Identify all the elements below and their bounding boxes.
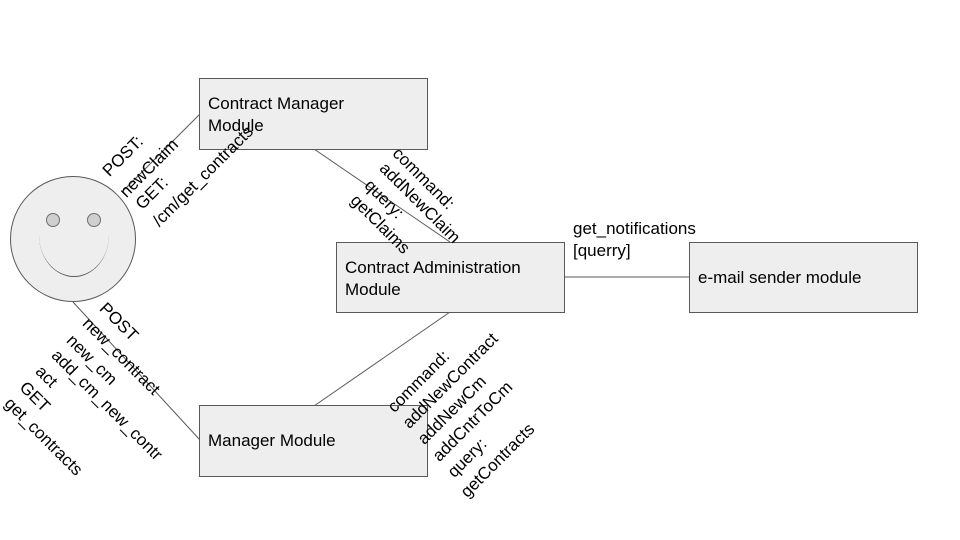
- manager-module-box[interactable]: Manager Module: [199, 405, 428, 477]
- contract-administration-module-box[interactable]: Contract Administration Module: [336, 242, 565, 313]
- email-sender-module-box[interactable]: e-mail sender module: [689, 242, 918, 313]
- contract-administration-module-line1: Contract Administration: [345, 258, 521, 277]
- contract-manager-module-line1: Contract Manager: [208, 94, 345, 113]
- actor-smile: [39, 235, 109, 277]
- actor-left-eye: [46, 213, 60, 227]
- actor-smiley-icon: [10, 176, 136, 302]
- contract-manager-module-line2: Module: [208, 116, 264, 135]
- email-sender-module-label: e-mail sender module: [698, 267, 862, 287]
- edge-label-admin-email-querry: [querry]: [573, 241, 631, 260]
- link-actor-manager: [72, 301, 201, 441]
- contract-administration-module-line2: Module: [345, 280, 401, 299]
- link-administration-manager: [313, 311, 451, 407]
- manager-module-label: Manager Module: [208, 431, 336, 450]
- link-actor-contract-manager: [121, 113, 201, 193]
- contract-manager-module-box[interactable]: Contract Manager Module: [199, 78, 428, 150]
- link-contract-manager-administration: [313, 148, 451, 243]
- actor-right-eye: [87, 213, 101, 227]
- edge-label-admin-email-get-notifications: get_notifications: [573, 219, 696, 238]
